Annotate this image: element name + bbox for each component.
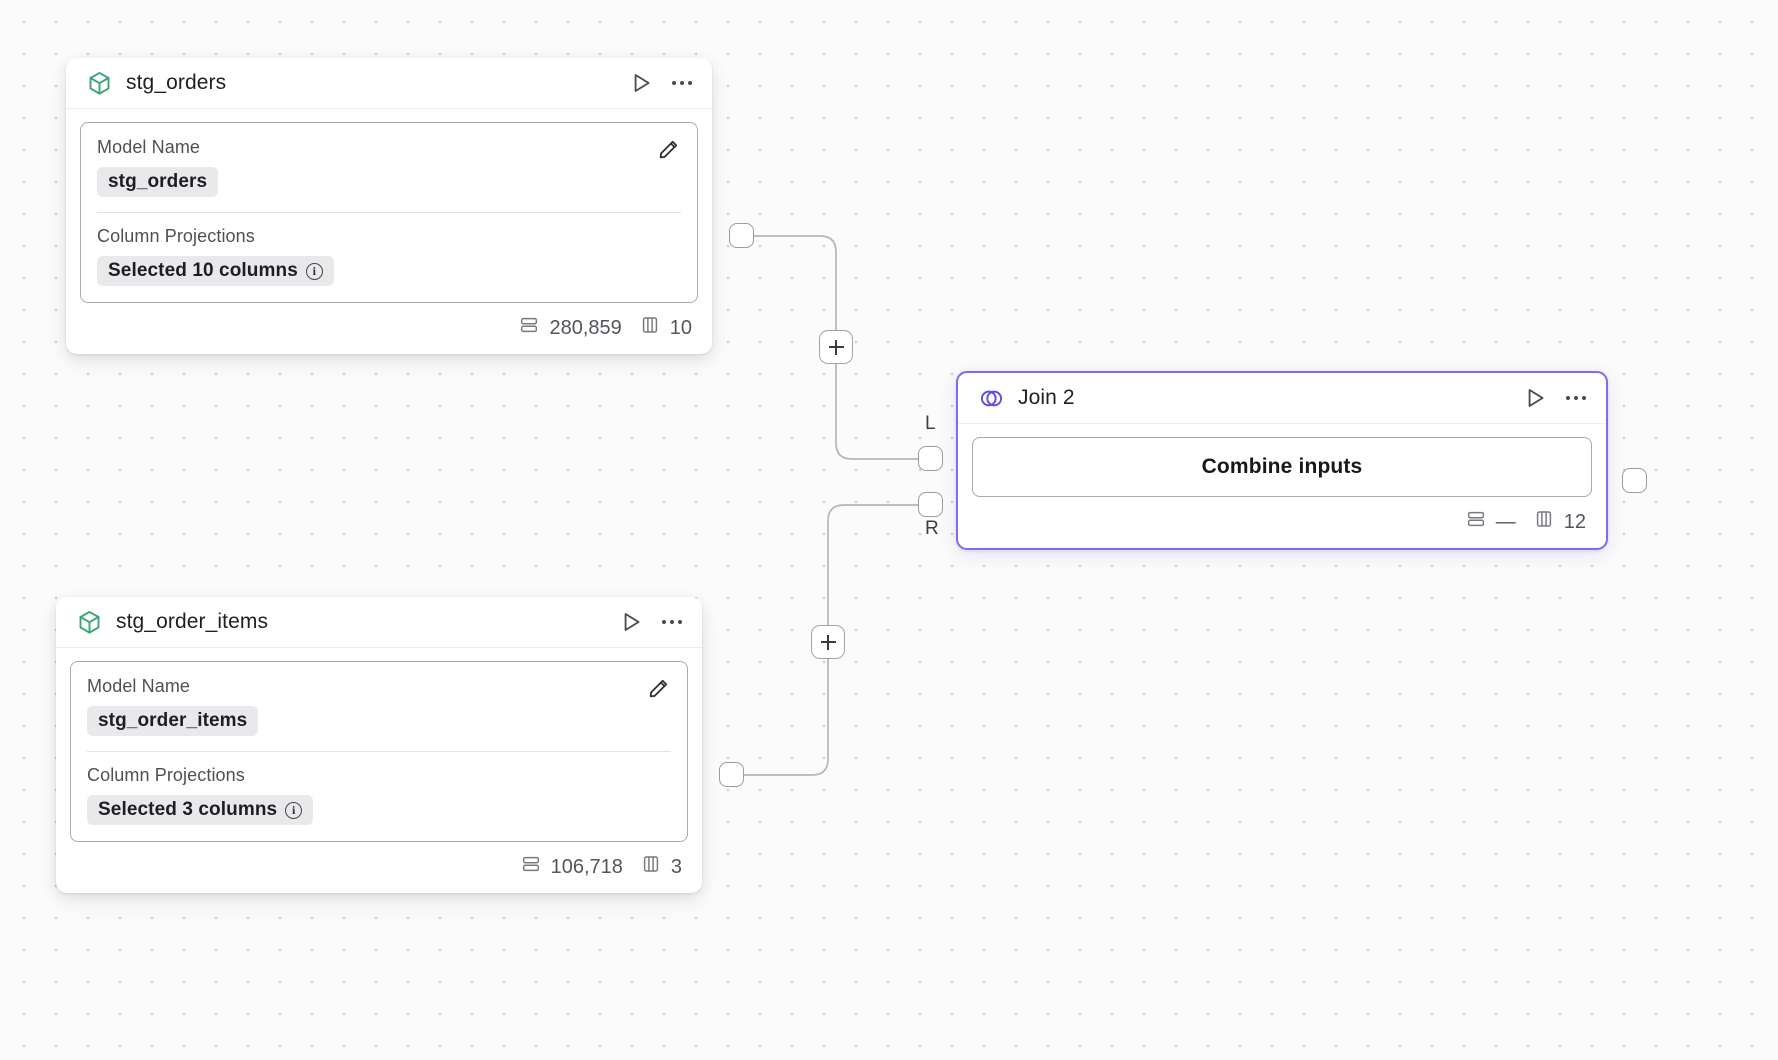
more-horizontal-icon[interactable]	[1564, 390, 1588, 406]
panel-divider	[87, 751, 671, 752]
handle-source-stg-order-items[interactable]	[719, 762, 744, 787]
pencil-icon[interactable]	[646, 676, 671, 701]
handle-source-stg-orders[interactable]	[729, 223, 754, 248]
node-title: stg_orders	[126, 71, 227, 94]
combine-inputs-button[interactable]: Combine inputs	[972, 437, 1592, 497]
node-footer: 106,718 3	[56, 842, 702, 893]
columns-count: 10	[669, 316, 692, 339]
handle-source-join-output[interactable]	[1622, 468, 1647, 493]
more-horizontal-icon[interactable]	[660, 614, 684, 630]
handle-label-right: R	[925, 518, 939, 539]
node-join-2[interactable]: Join 2 Combine inputs	[956, 371, 1608, 550]
handle-label-left: L	[925, 413, 936, 434]
node-title: Join 2	[1018, 386, 1075, 409]
handle-target-join-left[interactable]	[918, 446, 943, 471]
rows-icon	[1465, 508, 1487, 536]
columns-count: 12	[1563, 510, 1586, 533]
cube-icon	[86, 70, 113, 97]
rows-icon	[518, 314, 540, 342]
model-name-value: stg_order_items	[87, 706, 259, 736]
node-header: stg_order_items	[56, 597, 702, 648]
info-icon[interactable]: i	[285, 801, 303, 819]
model-name-value: stg_orders	[97, 167, 219, 197]
rows-count: 280,859	[549, 316, 622, 339]
edge-add-node-button-right[interactable]	[811, 625, 845, 659]
node-stg-orders[interactable]: stg_orders Model Name stg_orders	[66, 58, 712, 354]
columns-stat: 3	[640, 853, 682, 881]
model-name-label: Model Name	[87, 676, 191, 696]
column-projections-label: Column Projections	[87, 765, 245, 785]
columns-icon	[639, 314, 661, 342]
play-icon[interactable]	[1522, 385, 1548, 411]
model-config-panel: Model Name stg_order_items Column Projec…	[70, 661, 688, 842]
node-header: stg_orders	[66, 58, 712, 109]
column-projections-label: Column Projections	[97, 226, 255, 246]
rows-stat: 280,859	[518, 314, 622, 342]
panel-divider	[97, 212, 681, 213]
node-header: Join 2	[958, 373, 1606, 424]
columns-count: 3	[670, 855, 682, 878]
edge-add-node-button-left[interactable]	[819, 330, 853, 364]
column-projections-value[interactable]: Selected 3 columns i	[87, 795, 314, 825]
node-body: Combine inputs	[958, 424, 1606, 497]
node-footer: 280,859 10	[66, 303, 712, 354]
column-projections-value[interactable]: Selected 10 columns i	[97, 256, 334, 286]
node-body: Model Name stg_order_items Column Projec…	[56, 648, 702, 842]
rows-icon	[520, 853, 542, 881]
play-icon[interactable]	[618, 609, 644, 635]
pencil-icon[interactable]	[656, 137, 681, 162]
venn-icon	[978, 385, 1005, 412]
rows-count: —	[1495, 510, 1516, 533]
column-projections-text: Selected 10 columns	[108, 260, 298, 281]
node-title: stg_order_items	[116, 610, 269, 633]
cube-icon	[76, 609, 103, 636]
columns-stat: 10	[639, 314, 692, 342]
handle-target-join-right[interactable]	[918, 492, 943, 517]
node-footer: — 12	[958, 497, 1606, 548]
columns-icon	[1533, 508, 1555, 536]
rows-stat: —	[1465, 508, 1516, 536]
columns-stat: 12	[1533, 508, 1586, 536]
play-icon[interactable]	[628, 70, 654, 96]
info-icon[interactable]: i	[305, 262, 323, 280]
node-body: Model Name stg_orders Column Projections…	[66, 109, 712, 303]
node-stg-order-items[interactable]: stg_order_items Model Name stg_order_ite…	[56, 597, 702, 893]
rows-count: 106,718	[550, 855, 623, 878]
rows-stat: 106,718	[520, 853, 623, 881]
columns-icon	[640, 853, 662, 881]
more-horizontal-icon[interactable]	[670, 75, 694, 91]
column-projections-text: Selected 3 columns	[98, 799, 278, 820]
model-config-panel: Model Name stg_orders Column Projections…	[80, 122, 698, 303]
model-name-label: Model Name	[97, 137, 201, 157]
